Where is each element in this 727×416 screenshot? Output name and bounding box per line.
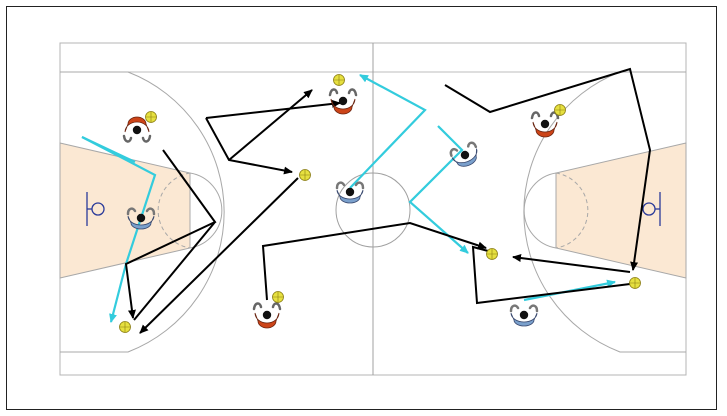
ball-3 (299, 169, 311, 181)
left-three-point-arc (60, 71, 225, 353)
cut-3 (349, 74, 427, 189)
ball-4 (272, 291, 284, 303)
ball-8 (629, 277, 641, 289)
right-basket-icon (642, 192, 661, 226)
ball-1 (145, 111, 157, 123)
pass-7 (261, 221, 487, 301)
pass-4 (139, 177, 299, 334)
pass-8 (444, 67, 652, 271)
pass-10 (512, 254, 631, 273)
pass-6 (133, 221, 216, 321)
cut-4 (408, 125, 469, 254)
ball-2 (333, 74, 345, 86)
ball-7 (486, 248, 498, 260)
pass-1 (205, 99, 341, 119)
right-free-throw-circle (523, 172, 557, 249)
pass-9 (471, 245, 631, 305)
ball-6 (554, 104, 566, 116)
left-free-throw-circle-inner (157, 172, 191, 249)
pass-lines (124, 67, 652, 334)
ball-5 (119, 321, 131, 333)
court (59, 42, 687, 376)
center-circle (335, 172, 411, 248)
left-free-throw-circle (189, 172, 223, 249)
right-free-throw-circle-inner (555, 172, 589, 249)
pass-3 (228, 89, 313, 161)
pass-5 (124, 149, 217, 319)
left-basket-icon (86, 192, 105, 226)
cut-2 (81, 136, 136, 163)
